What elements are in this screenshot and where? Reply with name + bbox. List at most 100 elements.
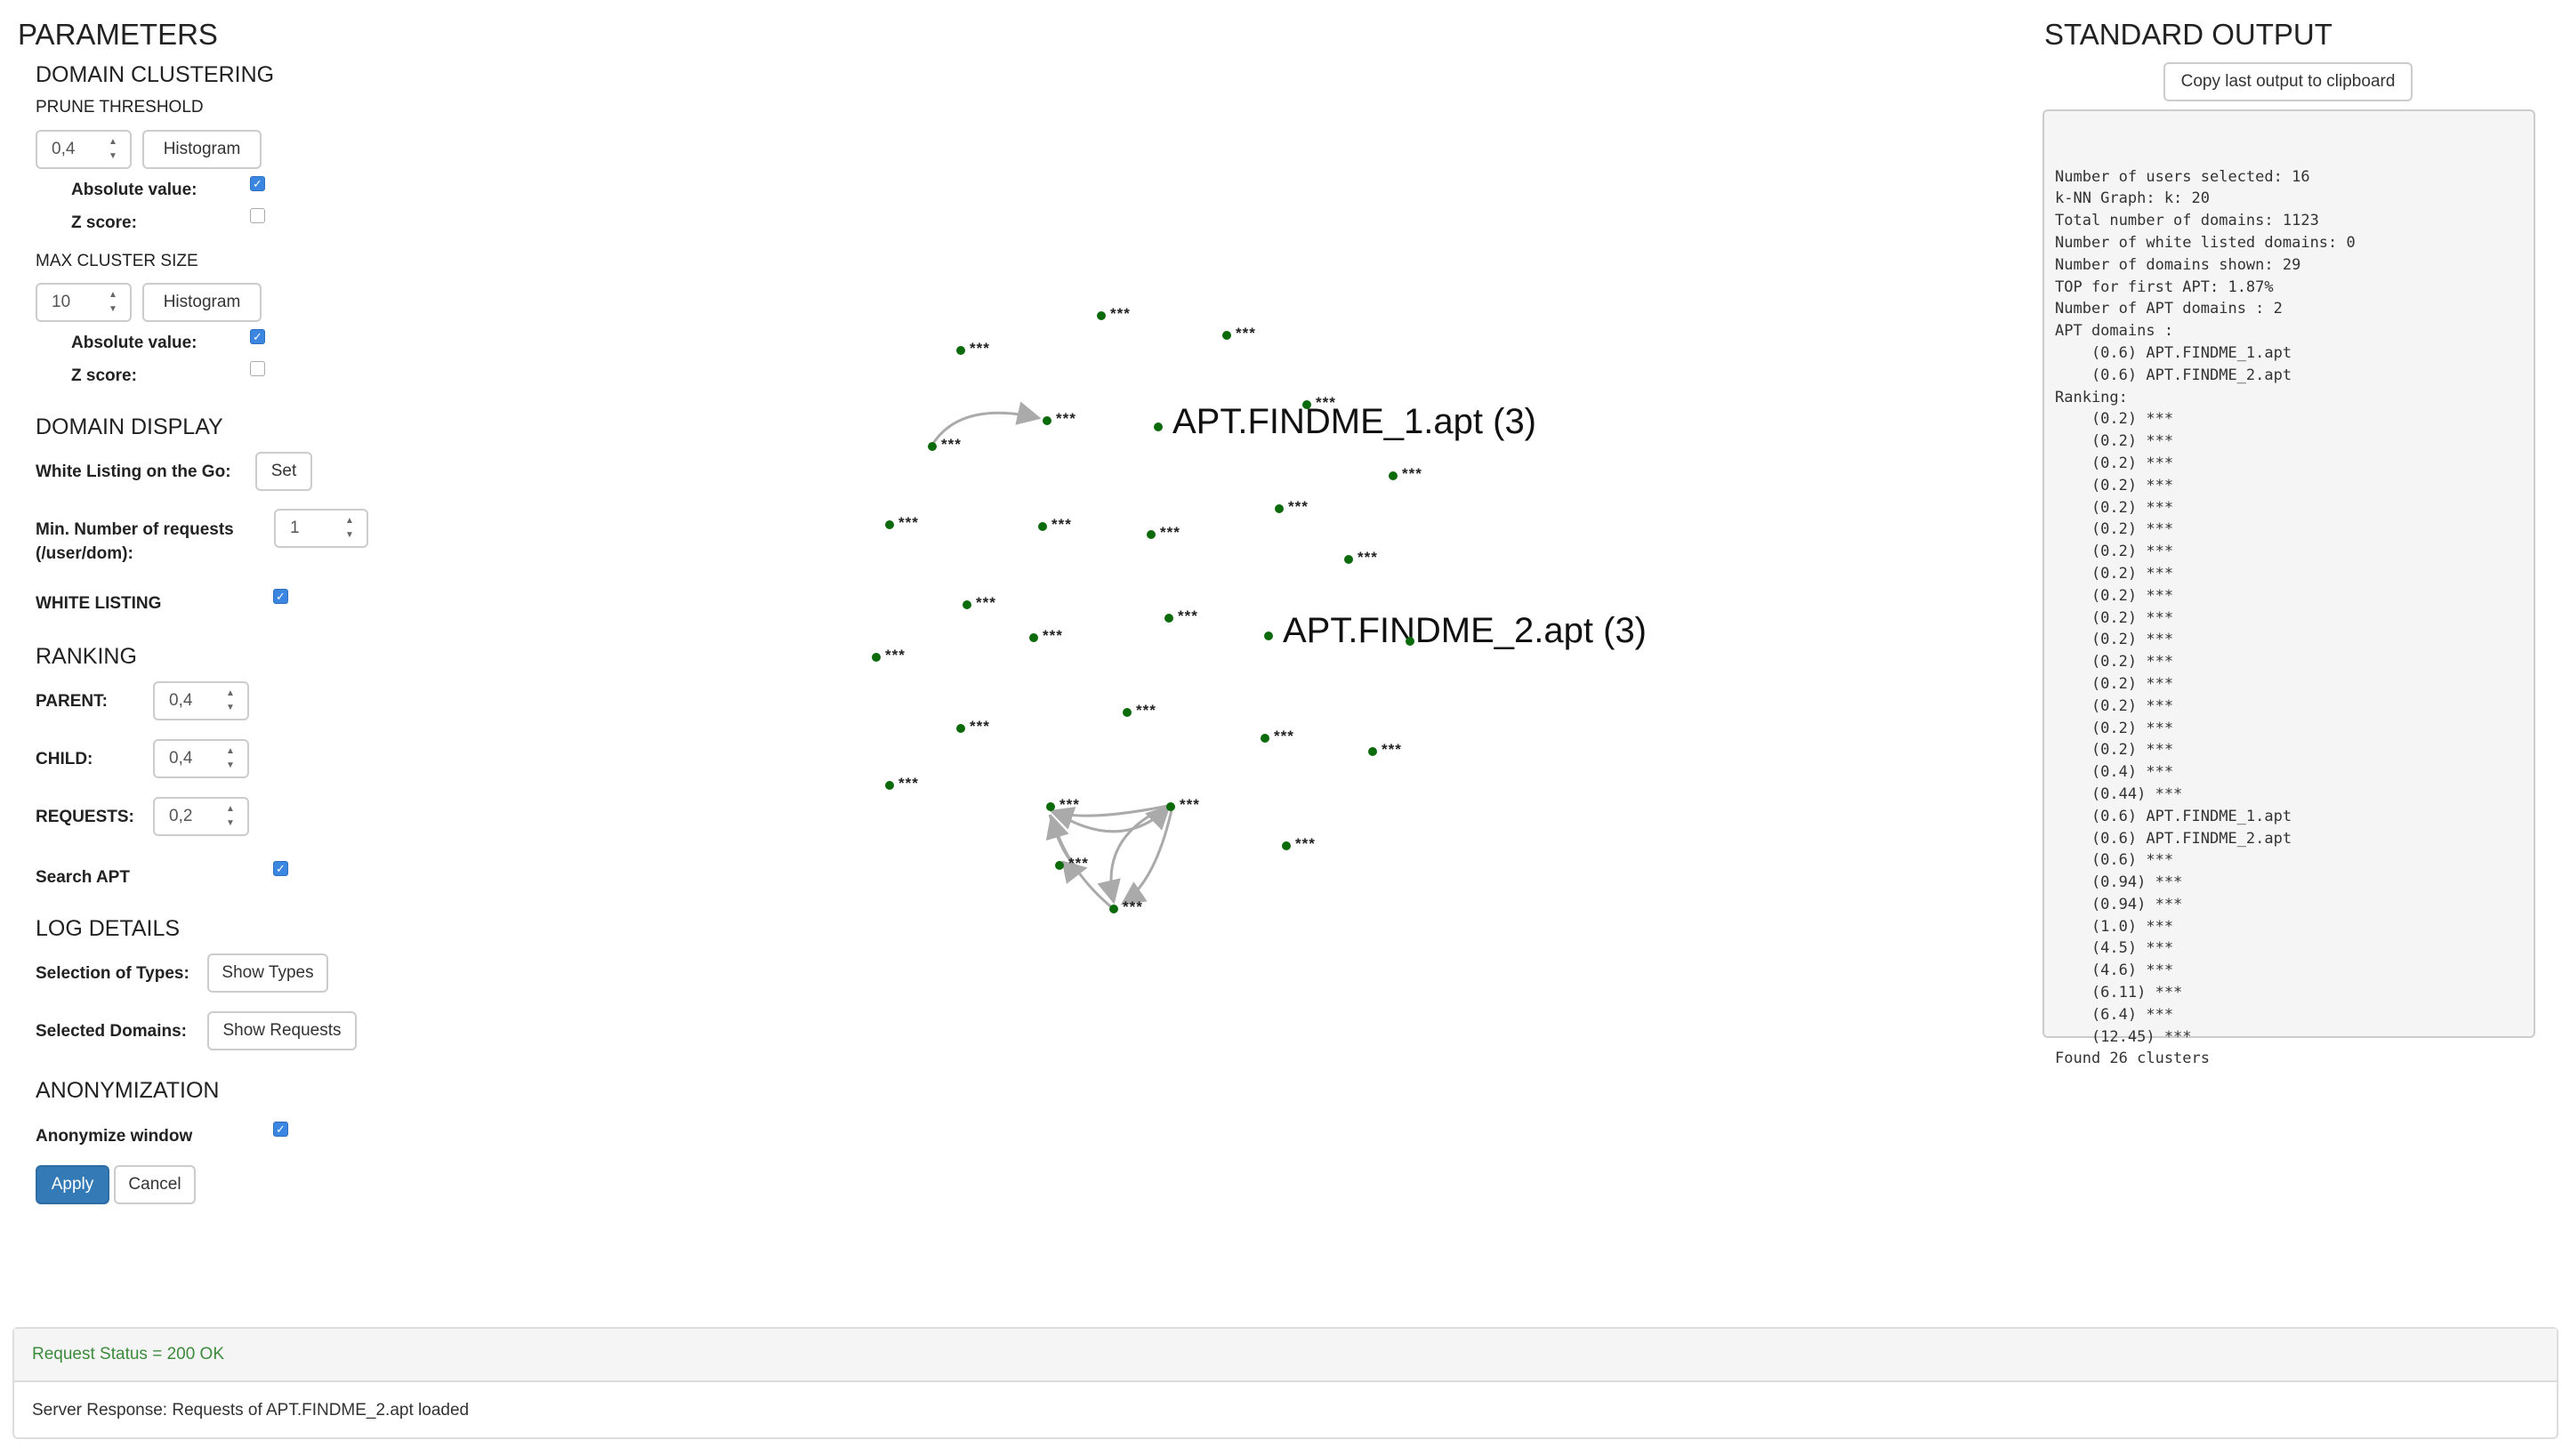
graph-node[interactable] — [1097, 311, 1106, 320]
prune-zscore-checkbox[interactable] — [250, 208, 265, 223]
graph-node[interactable] — [1261, 734, 1269, 743]
output-line: (0.2) *** — [2055, 586, 2174, 605]
show-requests-button[interactable]: Show Requests — [207, 1011, 357, 1050]
server-response: Server Response: Requests of APT.FINDME_… — [32, 1401, 470, 1420]
output-line: (0.2) *** — [2055, 454, 2174, 472]
graph-node[interactable] — [1109, 905, 1118, 913]
node-label: *** — [1382, 741, 1402, 758]
requests-value: 0,2 — [169, 807, 193, 825]
stepper-icon[interactable]: ▲▼ — [345, 516, 354, 540]
graph-node[interactable] — [1055, 861, 1064, 870]
node-label: *** — [1123, 898, 1143, 915]
graph-node[interactable] — [1164, 614, 1173, 623]
apply-button[interactable]: Apply — [36, 1165, 109, 1204]
prune-threshold-input[interactable]: 0,4 ▲▼ — [36, 130, 132, 169]
output-line: Number of domains shown: 29 — [2055, 255, 2301, 274]
graph-edge — [931, 401, 1042, 446]
graph-edges — [931, 401, 1174, 911]
max-histogram-button[interactable]: Histogram — [142, 283, 262, 322]
output-line: Total number of domains: 1123 — [2055, 212, 2319, 230]
cancel-button[interactable]: Cancel — [114, 1165, 196, 1204]
graph-node[interactable] — [1368, 747, 1377, 756]
stepper-icon[interactable]: ▲▼ — [226, 746, 235, 770]
graph-edge — [1048, 814, 1088, 884]
node-label: *** — [970, 340, 990, 357]
apt2-node[interactable] — [1264, 631, 1273, 640]
graph-node[interactable] — [1344, 555, 1353, 564]
apt1-label: APT.FINDME_1.apt (3) — [1172, 402, 1537, 441]
copy-output-button[interactable]: Copy last output to clipboard — [2163, 62, 2413, 101]
node-label: *** — [976, 594, 996, 611]
node-label: *** — [1136, 702, 1156, 719]
graph-node[interactable] — [1038, 522, 1047, 531]
anonymize-label: Anonymize window — [36, 1127, 193, 1146]
graph-node[interactable] — [1043, 416, 1051, 425]
graph-node[interactable] — [885, 781, 894, 790]
output-line: Number of users selected: 16 — [2055, 167, 2310, 186]
graph-node[interactable] — [1029, 633, 1038, 642]
graph-node[interactable] — [872, 653, 881, 662]
prune-absolute-label: Absolute value: — [71, 181, 197, 199]
ranking-heading: RANKING — [36, 644, 137, 669]
graph-node[interactable] — [1147, 530, 1156, 539]
output-line: (0.2) *** — [2055, 543, 2174, 561]
max-zscore-checkbox[interactable] — [250, 361, 265, 376]
output-line: (12.45) *** — [2055, 1027, 2192, 1046]
prune-absolute-checkbox[interactable]: ✓ — [250, 176, 265, 191]
output-line: (0.2) *** — [2055, 741, 2174, 760]
child-input[interactable]: 0,4 ▲▼ — [153, 739, 249, 778]
output-line: (0.2) *** — [2055, 653, 2174, 672]
stepper-icon[interactable]: ▲▼ — [226, 804, 235, 828]
show-types-button[interactable]: Show Types — [207, 953, 328, 993]
graph-node[interactable] — [956, 724, 965, 733]
graph-node[interactable] — [928, 442, 937, 451]
prune-histogram-button[interactable]: Histogram — [142, 130, 262, 169]
parent-input[interactable]: 0,4 ▲▼ — [153, 681, 249, 720]
output-line: (0.94) *** — [2055, 873, 2183, 892]
graph-node[interactable] — [963, 600, 971, 609]
node-label: *** — [898, 514, 919, 531]
search-apt-checkbox[interactable]: ✓ — [273, 861, 288, 876]
node-label: *** — [1059, 796, 1080, 813]
min-requests-input[interactable]: 1 ▲▼ — [274, 509, 368, 548]
stepper-icon[interactable]: ▲▼ — [226, 688, 235, 712]
output-line: (0.6) *** — [2055, 851, 2174, 870]
types-label: Selection of Types: — [36, 964, 189, 983]
graph-node[interactable] — [885, 520, 894, 529]
set-button[interactable]: Set — [255, 452, 312, 491]
output-line: Number of white listed domains: 0 — [2055, 233, 2356, 252]
output-line: (4.5) *** — [2055, 939, 2174, 958]
log-details-heading: LOG DETAILS — [36, 916, 181, 941]
graph-node[interactable] — [1406, 637, 1414, 646]
node-label: *** — [885, 647, 906, 664]
prune-threshold-value: 0,4 — [52, 140, 76, 158]
max-zscore-label: Z score: — [71, 366, 137, 385]
stepper-icon[interactable]: ▲▼ — [109, 137, 117, 161]
graph-node[interactable] — [956, 346, 965, 355]
node-label: *** — [898, 775, 919, 792]
graph-node[interactable] — [1282, 841, 1291, 850]
white-listing-checkbox[interactable]: ✓ — [273, 589, 288, 604]
anonymize-checkbox[interactable]: ✓ — [273, 1122, 288, 1137]
graph-node[interactable] — [1222, 331, 1231, 340]
graph-canvas[interactable]: *** *** *** *** *** *** APT.FINDME_1.apt… — [801, 267, 1690, 961]
stepper-icon[interactable]: ▲▼ — [109, 290, 117, 314]
node-label: *** — [1110, 305, 1131, 322]
output-line: (0.2) *** — [2055, 476, 2174, 495]
output-line: (6.11) *** — [2055, 984, 2183, 1002]
graph-node[interactable] — [1389, 471, 1398, 480]
output-line: (0.6) APT.FINDME_1.apt — [2055, 343, 2292, 362]
output-line: Ranking: — [2055, 388, 2128, 406]
graph-node[interactable] — [1275, 504, 1284, 513]
graph-node[interactable] — [1046, 802, 1055, 811]
graph-node[interactable] — [1123, 708, 1132, 717]
max-absolute-checkbox[interactable]: ✓ — [250, 329, 265, 344]
node-label: *** — [1056, 410, 1076, 427]
parent-value: 0,4 — [169, 691, 193, 710]
requests-input[interactable]: 0,2 ▲▼ — [153, 797, 249, 836]
apt1-node[interactable] — [1154, 422, 1163, 431]
graph-node[interactable] — [1302, 400, 1311, 409]
white-listing-label: WHITE LISTING — [36, 594, 162, 613]
graph-node[interactable] — [1166, 802, 1175, 811]
max-cluster-input[interactable]: 10 ▲▼ — [36, 283, 132, 322]
